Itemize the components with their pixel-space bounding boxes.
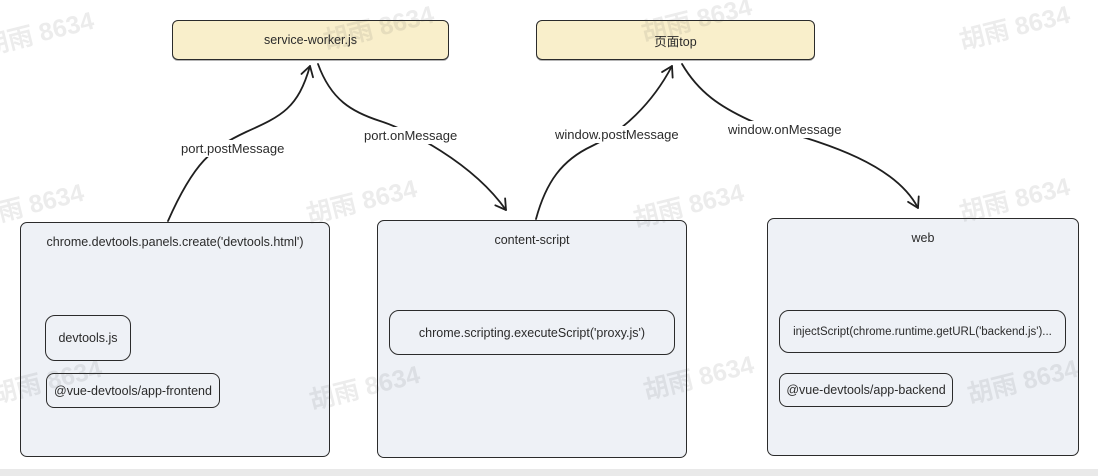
inner-box-execute-script: chrome.scripting.executeScript('proxy.js…	[389, 310, 675, 355]
arrow-label-port-postmessage: port.postMessage	[177, 140, 289, 157]
page-bottom-edge	[0, 469, 1098, 476]
arrow-label-port-onmessage: port.onMessage	[360, 127, 462, 144]
inner-box-app-backend-label: @vue-devtools/app-backend	[786, 383, 946, 397]
node-service-worker-label: service-worker.js	[263, 33, 358, 47]
arrow-label-window-onmessage: window.onMessage	[724, 121, 846, 138]
inner-box-app-backend: @vue-devtools/app-backend	[779, 373, 953, 407]
node-page-top-label: 页面top	[654, 34, 697, 49]
panel-web-title: web	[911, 231, 935, 245]
node-service-worker: service-worker.js	[172, 20, 449, 60]
panel-web: web injectScript(chrome.runtime.getURL('…	[767, 218, 1079, 456]
node-page-top: 页面top	[536, 20, 815, 60]
panel-devtools-title: chrome.devtools.panels.create('devtools.…	[46, 235, 304, 249]
inner-box-inject-script-label: injectScript(chrome.runtime.getURL('back…	[793, 325, 1052, 338]
watermark: 胡雨 8634	[956, 0, 1073, 56]
panel-devtools: chrome.devtools.panels.create('devtools.…	[20, 222, 330, 457]
watermark: 胡雨 8634	[0, 6, 97, 62]
panel-content-script: content-script chrome.scripting.executeS…	[377, 220, 687, 458]
inner-box-execute-script-label: chrome.scripting.executeScript('proxy.js…	[418, 325, 646, 340]
panel-content-script-title: content-script	[494, 233, 570, 247]
arrow-label-window-postmessage: window.postMessage	[551, 126, 683, 143]
inner-box-inject-script: injectScript(chrome.runtime.getURL('back…	[779, 310, 1066, 353]
inner-box-devtools-js: devtools.js	[45, 315, 131, 361]
inner-box-app-frontend-label: @vue-devtools/app-frontend	[54, 383, 212, 398]
inner-box-devtools-js-label: devtools.js	[58, 331, 118, 345]
inner-box-app-frontend: @vue-devtools/app-frontend	[46, 373, 220, 408]
